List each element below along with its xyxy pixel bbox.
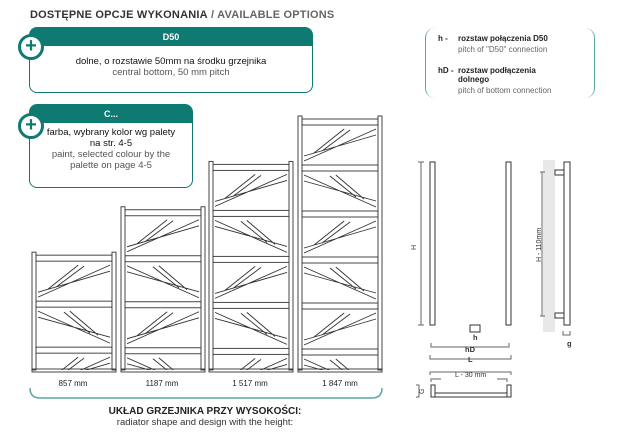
- dim-g: g: [567, 339, 572, 348]
- plus-icon: +: [18, 34, 44, 60]
- dim-G: G: [419, 389, 426, 394]
- option-code: D50: [30, 28, 312, 46]
- dim-H-minus: H - 110mm: [536, 228, 543, 262]
- height-label: 1187 mm: [145, 379, 179, 388]
- technical-drawing: [416, 160, 571, 398]
- height-bracket: [29, 387, 383, 399]
- radiator-857: [31, 251, 117, 373]
- option-desc-en: central bottom, 50 mm pitch: [112, 67, 230, 78]
- footer-subtitle: radiator shape and design with the heigh…: [116, 417, 294, 428]
- option-card-d50: D50 dolne, o rozstawie 50mm na środku gr…: [29, 27, 313, 93]
- option-desc-pl: farba, wybrany kolor wg palety na str. 4…: [46, 127, 176, 149]
- option-desc-pl: dolne, o rozstawie 50mm na środku grzejn…: [75, 56, 267, 67]
- plus-icon: +: [18, 113, 44, 139]
- radiator-1517: [208, 160, 294, 373]
- radiator-1847: [297, 115, 383, 373]
- footer-title: UKŁAD GRZEJNIKA PRZY WYSOKOŚCI:: [108, 406, 302, 417]
- option-code: C...: [30, 105, 192, 123]
- height-label: 857 mm: [58, 379, 88, 388]
- legend-key: hD -: [438, 66, 454, 75]
- dim-L-minus: L - 30 mm: [455, 372, 486, 379]
- dim-L: L: [468, 355, 473, 364]
- option-card-color: C... farba, wybrany kolor wg palety na s…: [29, 104, 193, 188]
- dim-h: h: [473, 333, 478, 342]
- legend-pl: rozstaw podłączenia dolnego: [458, 66, 536, 84]
- legend-key: h -: [438, 34, 448, 43]
- dim-hD: hD: [465, 345, 476, 354]
- legend-en: pitch of bottom connection: [458, 86, 552, 95]
- legend-en: pitch of "D50" connection: [458, 45, 548, 54]
- legend: h - rozstaw połączenia D50 pitch of "D50…: [425, 28, 595, 98]
- legend-pl: rozstaw połączenia D50: [458, 34, 548, 43]
- height-label: 1 847 mm: [322, 379, 358, 388]
- radiator-1187: [120, 206, 206, 373]
- option-desc-en: paint, selected colour by the palette on…: [51, 149, 171, 171]
- page-title: DOSTĘPNE OPCJE WYKONANIA / AVAILABLE OPT…: [30, 9, 335, 21]
- dim-H: H: [411, 245, 418, 250]
- height-label: 1 517 mm: [232, 379, 268, 388]
